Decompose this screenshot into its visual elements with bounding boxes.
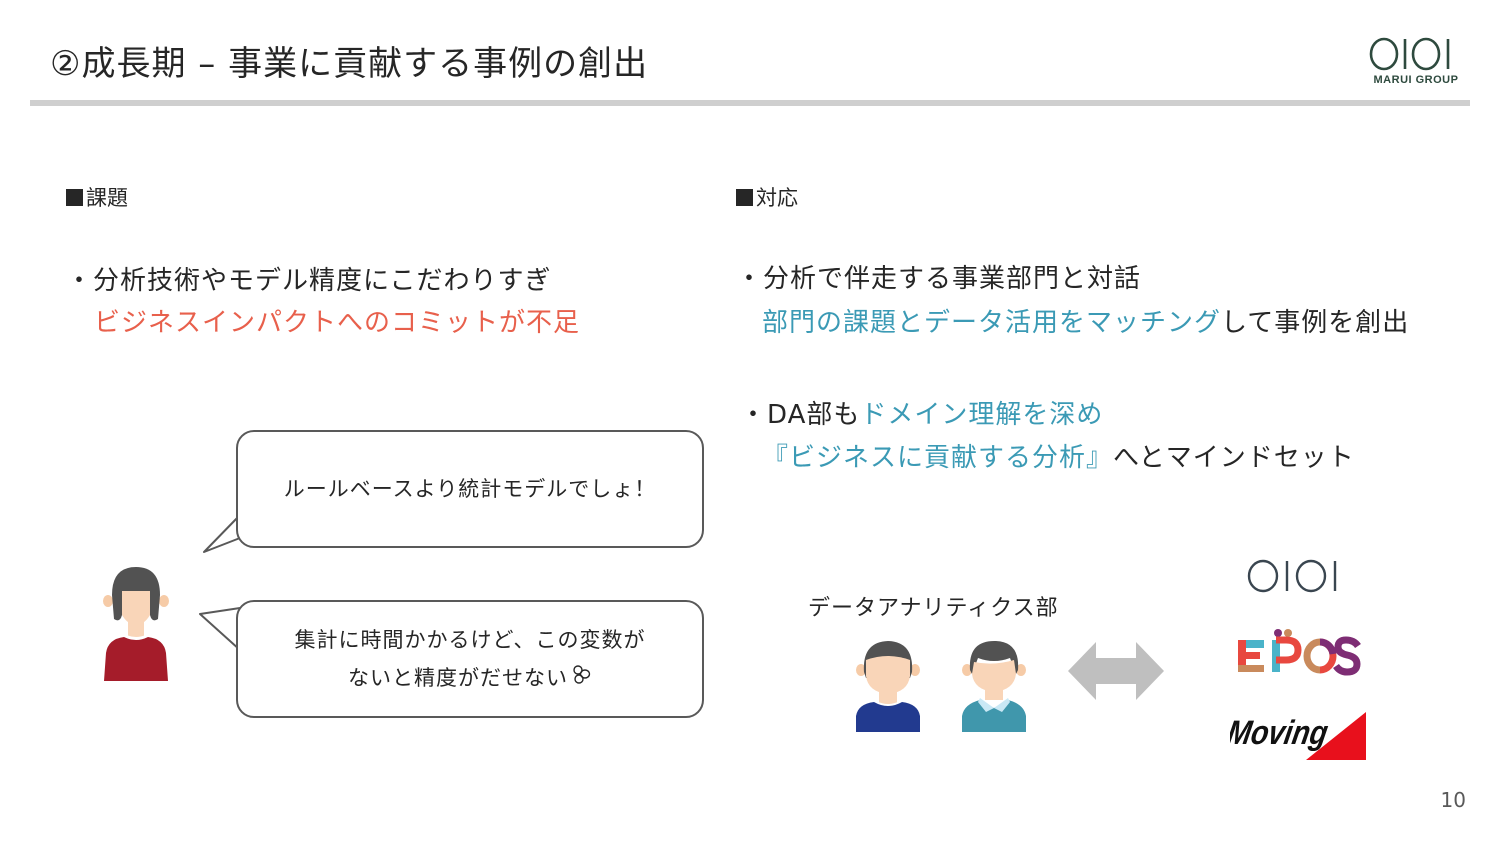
response-2-line-2: 『ビジネスに貢献する分析』へとマインドセット: [762, 437, 1355, 474]
page-title: ②成長期 – 事業に貢献する事例の創出: [50, 44, 649, 84]
response-2-highlight: ドメイン理解を深め: [860, 400, 1104, 430]
bidirectional-arrow-icon: [1068, 640, 1164, 706]
page-number: 10: [1440, 788, 1466, 812]
bubble-2-line-1: 集計に時間かかるけど、この変数が: [294, 627, 646, 652]
square-bullet-icon: [66, 188, 83, 206]
marui-group-logo: MARUI GROUP: [1366, 36, 1466, 86]
response-1-rest: して事例を創出: [1221, 308, 1410, 338]
response-1-line-2: 部門の課題とデータ活用をマッチングして事例を創出: [762, 302, 1409, 339]
response-2-quote-highlight: 『ビジネスに貢献する分析』: [762, 443, 1114, 473]
bubble-1-text: ルールベースより統計モデルでしょ！: [283, 477, 657, 501]
avatar-man-navy: [852, 638, 924, 738]
response-2-line-1: ・DA部もドメイン理解を深め: [740, 394, 1103, 431]
avatar-man-teal: [958, 638, 1030, 738]
flower-icon: [570, 660, 592, 698]
epos-logo: [1236, 626, 1362, 680]
speech-bubble-2: 集計に時間かかるけど、この変数が ないと精度がだせない: [236, 600, 704, 718]
response-2-prefix: ・DA部も: [740, 400, 861, 430]
moving-logo: Moving: [1224, 708, 1370, 766]
title-divider: [30, 100, 1470, 106]
issue-line-1: ・分析技術やモデル精度にこだわりすぎ: [66, 266, 552, 296]
bubble-2-line-2: ないと精度がだせない: [347, 665, 568, 690]
heading-label: 課題: [86, 186, 128, 210]
da-department-label: データアナリティクス部: [808, 596, 1059, 621]
section-heading-issue: 課題: [66, 182, 128, 212]
response-1-highlight: 部門の課題とデータ活用をマッチング: [762, 308, 1222, 338]
avatar-woman: [100, 565, 172, 689]
response-2-rest: へとマインドセット: [1113, 443, 1355, 473]
oioi-logo: [1246, 558, 1352, 598]
square-bullet-icon: [736, 188, 753, 206]
issue-line-2-highlight: ビジネスインパクトへのコミットが不足: [94, 308, 581, 338]
svg-text:Moving: Moving: [1230, 714, 1331, 752]
response-1-line-1: ・分析で伴走する事業部門と対話: [736, 264, 1142, 294]
logo-text: MARUI GROUP: [1373, 74, 1459, 86]
section-heading-response: 対応: [736, 182, 798, 212]
speech-bubble-1: ルールベースより統計モデルでしょ！: [236, 430, 704, 548]
heading-label: 対応: [756, 186, 798, 210]
oioi-mark-icon: [1366, 36, 1466, 72]
